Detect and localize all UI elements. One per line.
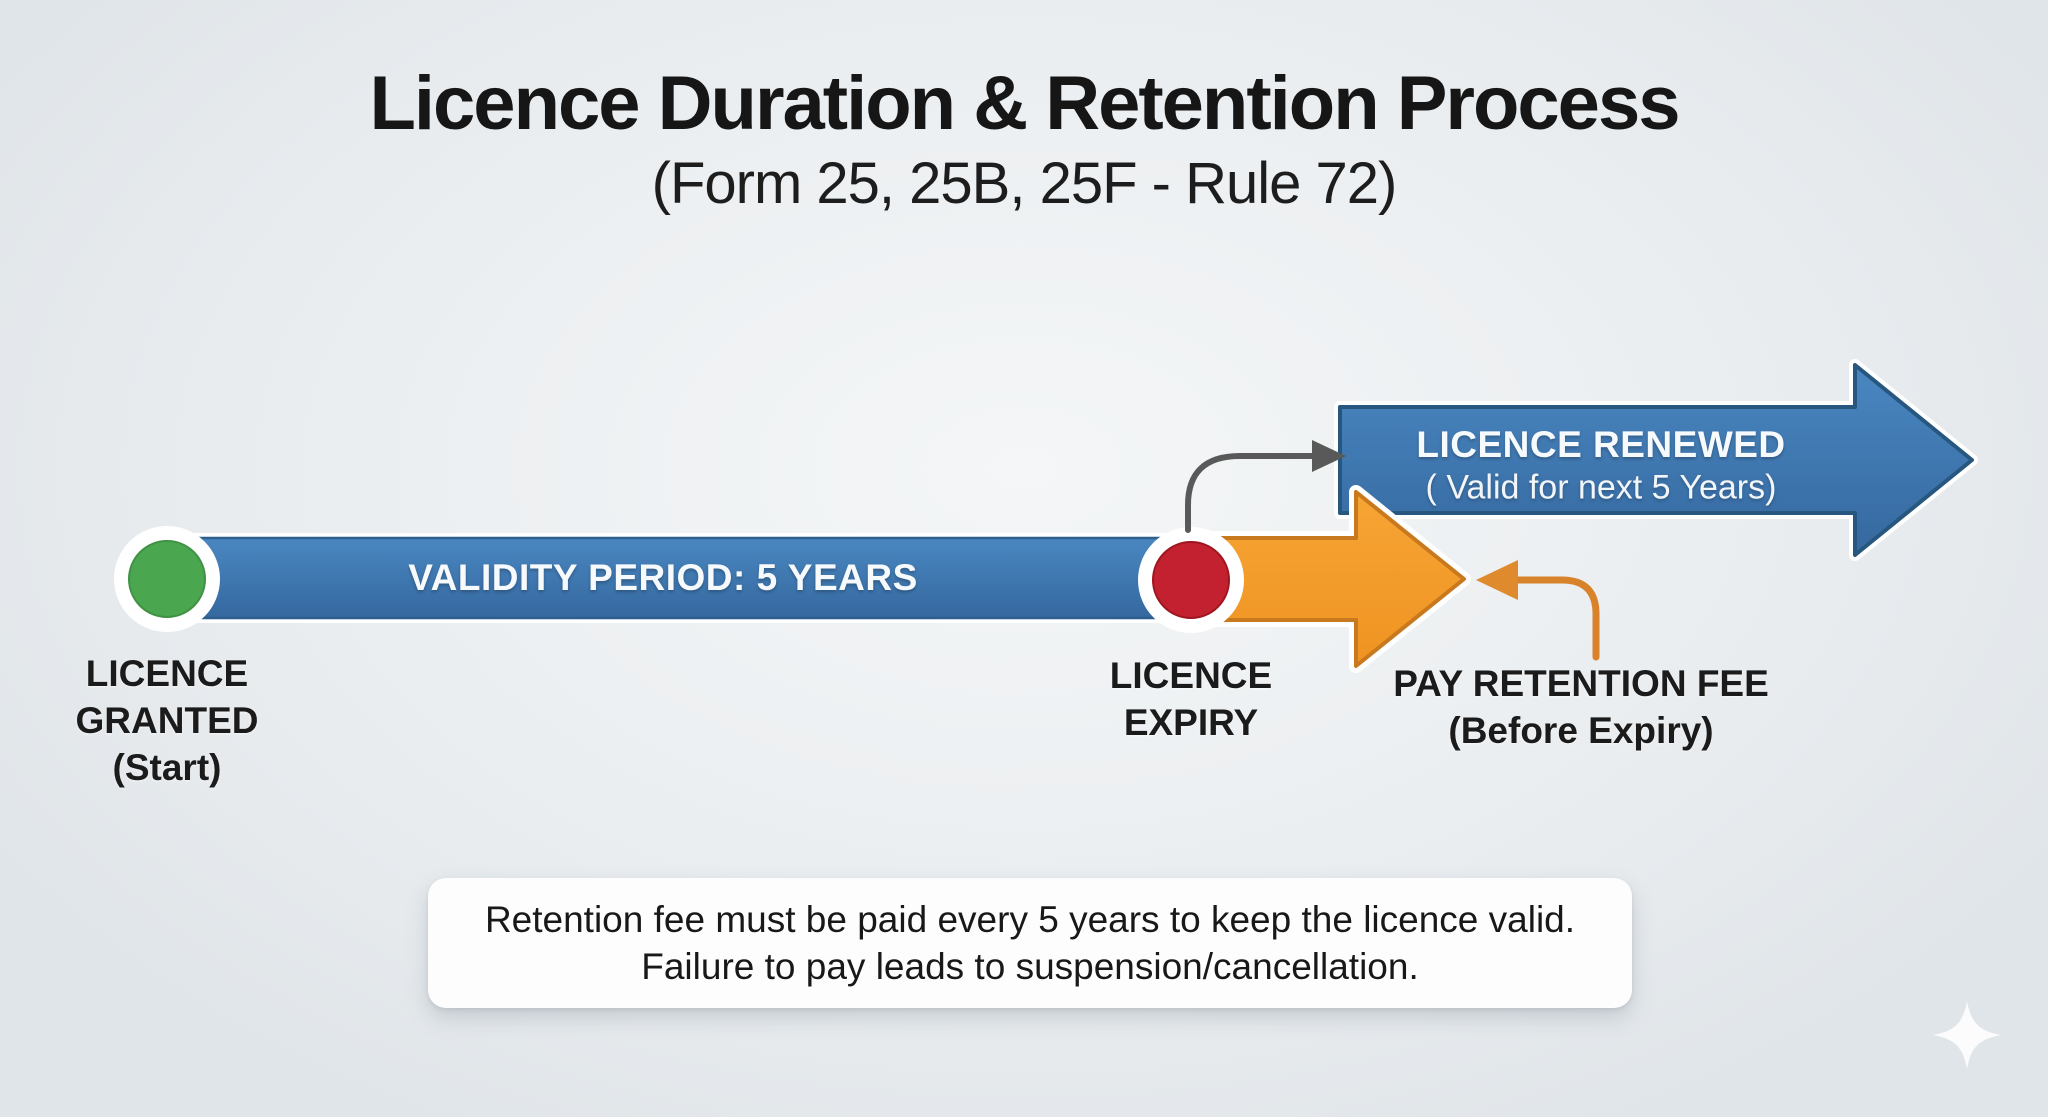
validity-bar-label: VALIDITY PERIOD: 5 YEARS <box>408 557 918 598</box>
licence-granted-label: LICENCE GRANTED (Start) <box>75 653 259 788</box>
note-box: Retention fee must be paid every 5 years… <box>428 878 1632 1008</box>
licence-renewed-label: LICENCE RENEWED <box>1416 424 1786 465</box>
sparkle-icon <box>1933 1001 2001 1069</box>
note-line-1: Retention fee must be paid every 5 years… <box>484 899 1576 940</box>
licence-renewed-arrow <box>1334 359 1978 561</box>
licence-granted-dot <box>114 526 220 632</box>
licence-expiry-dot <box>1138 527 1244 633</box>
page-title: Licence Duration & Retention Process <box>369 61 1681 146</box>
pay-retention-fee-label: PAY RETENTION FEE (Before Expiry) <box>1393 663 1769 751</box>
licence-expiry-label: LICENCE EXPIRY <box>1109 655 1273 743</box>
retention-fee-arrow <box>1476 560 1600 661</box>
licence-renewed-sublabel: ( Valid for next 5 Years) <box>1425 468 1777 507</box>
renewal-path-arrow <box>1185 440 1346 533</box>
page-subtitle: (Form 25, 25B, 25F - Rule 72) <box>651 151 1398 216</box>
note-line-2: Failure to pay leads to suspension/cance… <box>641 946 1419 987</box>
